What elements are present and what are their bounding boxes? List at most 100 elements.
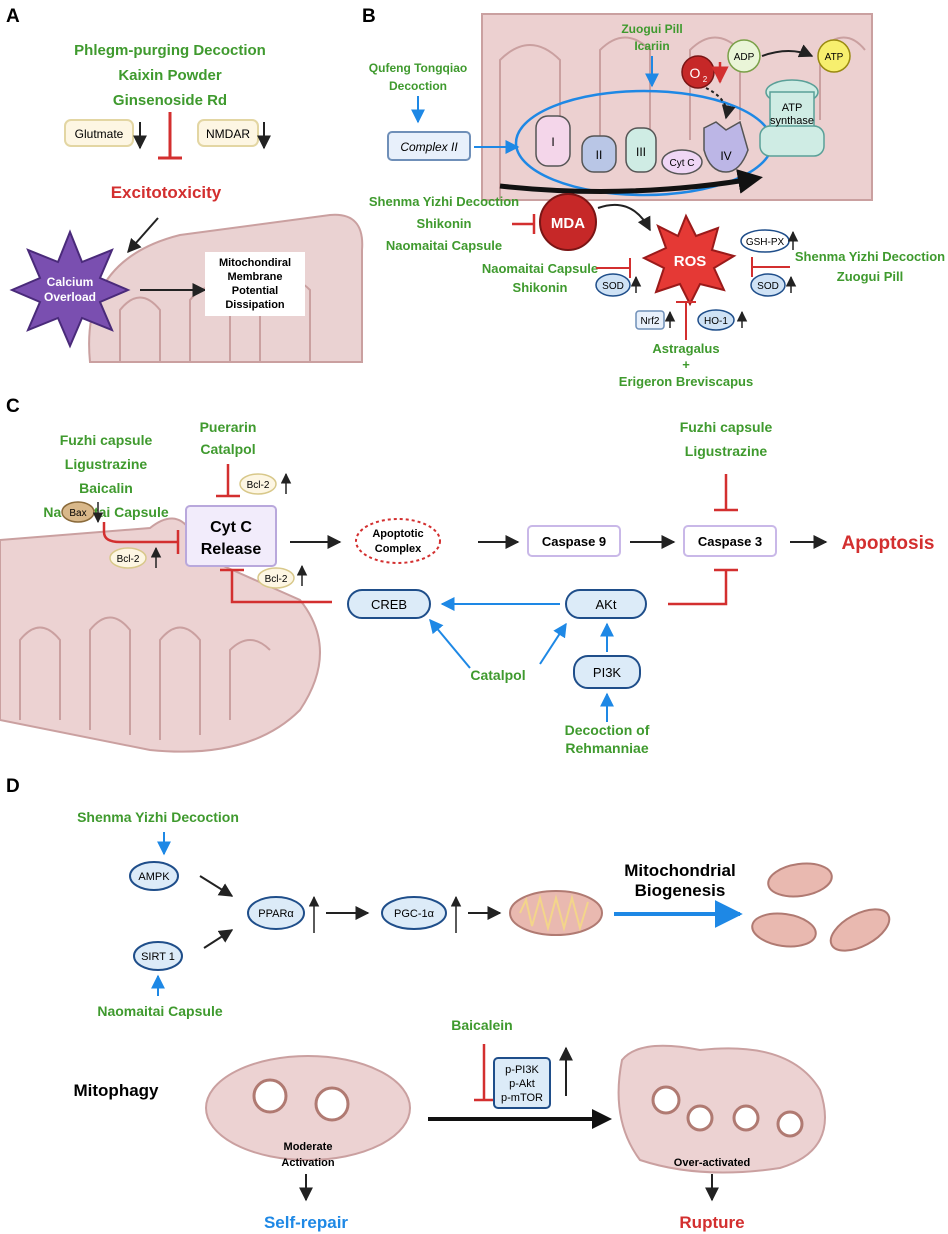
mitochondrion-ruptured (617, 1044, 826, 1174)
mda-drug-1: Shenma Yizhi Decoction (369, 194, 519, 209)
p-mtor: p-mTOR (501, 1092, 543, 1104)
caspase9: Caspase 9 (542, 534, 606, 549)
ppara: PPARα (258, 908, 294, 920)
shenma: Shenma Yizhi Decoction (77, 809, 239, 825)
drug-phlegm: Phlegm-purging Decoction (74, 42, 266, 59)
ros-burst-icon (641, 213, 737, 307)
biogenesis-l2: Biogenesis (635, 881, 726, 900)
apoptotic-l1: Apoptotic (372, 528, 423, 540)
ampk: AMPK (138, 871, 170, 883)
caspase3: Caspase 3 (698, 534, 762, 549)
moderate-l1: Moderate (284, 1141, 333, 1153)
drug-ginsenoside: Ginsenoside Rd (113, 92, 227, 109)
ppara-node (247, 896, 305, 930)
rehmanniae-l1: Decoction of (565, 722, 650, 738)
panel-b-letter: B (362, 6, 376, 27)
adp: ADP (734, 52, 755, 63)
c-drug-1: Fuzhi capsule (60, 432, 153, 448)
zuogui-pill: Zuogui Pill (621, 22, 682, 36)
akt: AKt (596, 597, 617, 612)
erigeron: Erigeron Breviscapus (619, 374, 753, 389)
creb-node (347, 589, 431, 619)
panel-a-letter: A (6, 6, 20, 27)
atp-synthase-l2: synthase (770, 115, 814, 127)
nmdar-label: NMDAR (206, 127, 250, 141)
caspase9-box (527, 525, 621, 557)
complex-ii-box (387, 131, 471, 161)
mitophagy: Mitophagy (74, 1081, 160, 1100)
panel-c-letter: C (6, 396, 20, 417)
naomaitai: Naomaitai Capsule (97, 1003, 222, 1019)
ho-1: HO-1 (704, 316, 728, 327)
mitochondrion-icon (829, 908, 891, 952)
mmpd-l3: Potential (232, 285, 278, 297)
puerarin: Puerarin (200, 419, 257, 435)
moderate-l2: Activation (281, 1157, 334, 1169)
complex-iv: IV (720, 149, 731, 163)
ampk-node (129, 861, 179, 891)
bcl2-left: Bcl-2 (117, 554, 140, 565)
mda-drug-3: Naomaitai Capsule (386, 238, 502, 253)
icariin: Icariin (634, 39, 669, 53)
apoptosis: Apoptosis (842, 533, 935, 554)
mda-label: MDA (551, 215, 585, 232)
apoptotic-complex (355, 518, 441, 564)
caspase3-box (683, 525, 777, 557)
ros-left-drug-1: Naomaitai Capsule (482, 261, 598, 276)
self-repair: Self-repair (264, 1213, 348, 1232)
pgc1a-node (381, 896, 447, 930)
sirt1: SIRT 1 (141, 951, 175, 963)
panel-d-letter: D (6, 776, 20, 797)
complex-ii-label: Complex II (400, 140, 458, 154)
qufeng-l2: Decoction (389, 79, 447, 93)
gsh-px: GSH-PX (746, 237, 785, 248)
akt-node (565, 589, 647, 619)
calcium-l2: Overload (44, 290, 96, 304)
pi3k: PI3K (593, 665, 622, 680)
mitochondrion-healthy (205, 1055, 411, 1161)
cyt-c-small: Cyt C (670, 158, 695, 169)
ros-right-drug-2: Zuogui Pill (837, 269, 903, 284)
o2-label: O (690, 65, 701, 81)
biogenesis-l1: Mitochondrial (624, 861, 735, 880)
apoptotic-l2: Complex (375, 543, 422, 555)
panel-c: C Fuzhi capsule Ligustrazine Baicalin Na… (0, 396, 934, 756)
pi3k-node (573, 655, 641, 689)
baicalein: Baicalein (451, 1017, 512, 1033)
bax: Bax (69, 508, 86, 519)
p-akt: p-Akt (509, 1078, 535, 1090)
calcium-burst-icon (9, 229, 131, 349)
panel-a: A Phlegm-purging Decoction Kaixin Powder… (6, 6, 364, 363)
ros-right-drug-1: Shenma Yizhi Decoction (795, 249, 945, 264)
mda-icon (539, 193, 597, 251)
complex-i: I (551, 135, 554, 149)
catalpol-bottom: Catalpol (470, 667, 525, 683)
rupture: Rupture (679, 1213, 744, 1232)
c-drug-3: Baicalin (79, 480, 133, 496)
mmpd-l4: Dissipation (225, 299, 285, 311)
o2-sub: 2 (703, 75, 708, 84)
sirt1-node (133, 941, 183, 971)
creb: CREB (371, 597, 407, 612)
pgc1a: PGC-1α (394, 908, 435, 920)
nmdar-box (197, 119, 259, 147)
nrf2: Nrf2 (641, 316, 660, 327)
cytc-release-box (185, 505, 277, 567)
sod-right: SOD (757, 281, 779, 292)
mmpd-l1: Mitochondiral (219, 257, 291, 269)
catalpol-top: Catalpol (200, 441, 255, 457)
bcl2-right: Bcl-2 (265, 574, 288, 585)
ros-left-drug-2: Shikonin (513, 280, 568, 295)
complex-iii: III (636, 145, 646, 159)
calcium-l1: Calcium (47, 275, 94, 289)
astragalus: Astragalus (652, 341, 719, 356)
rehmanniae-l2: Rehmanniae (565, 740, 648, 756)
atp: ATP (825, 52, 844, 63)
casp3-drug-1: Fuzhi capsule (680, 419, 773, 435)
mitochondrion-icon (751, 912, 817, 948)
glutamate-label: Glutmate (75, 127, 124, 141)
plus-sign: + (682, 357, 690, 372)
sod-left: SOD (602, 281, 624, 292)
bcl2-top: Bcl-2 (247, 480, 270, 491)
